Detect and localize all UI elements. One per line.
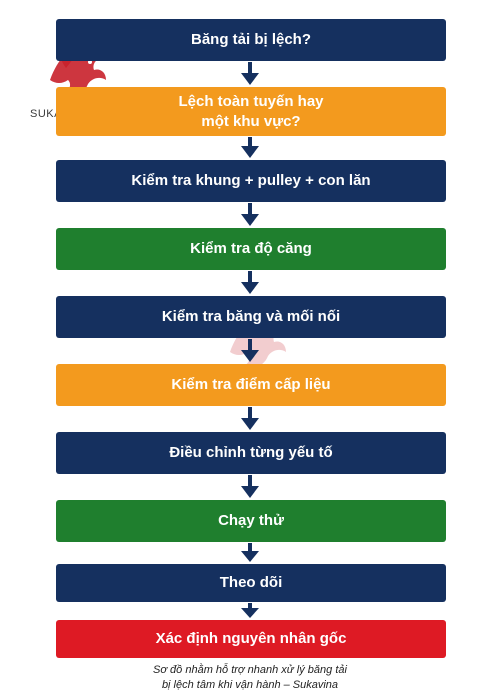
step-9-box: Theo dõi [56,564,446,602]
figure-caption: Sơ đồ nhằm hỗ trợ nhanh xử lý băng tải b… [0,663,500,693]
step-5-box: Kiểm tra băng và mối nối [56,296,446,338]
arrow-down-icon [241,475,259,498]
caption-line-2: bị lệch tâm khi vận hành – Sukavina [161,679,339,691]
step-7-box: Điều chỉnh từng yếu tố [56,432,446,474]
arrow-down-icon [241,203,259,226]
arrow-down-icon [241,407,259,430]
arrow-down-icon [241,603,259,618]
step-8-box: Chạy thử [56,500,446,542]
step-3-box: Kiểm tra khung + pulley + con lăn [56,160,446,202]
step-10-box: Xác định nguyên nhân gốc [56,620,446,658]
caption-line-1: Sơ đồ nhằm hỗ trợ nhanh xử lý băng tải [153,664,347,676]
arrow-down-icon [241,271,259,294]
step-4-box: Kiểm tra độ căng [56,228,446,270]
step-1-box: Băng tải bị lệch? [56,19,446,61]
arrow-down-icon [241,339,259,362]
arrow-down-icon [241,543,259,562]
arrow-down-icon [241,62,259,85]
arrow-down-icon [241,137,259,158]
step-2-box: Lệch toàn tuyến hay một khu vực? [56,87,446,136]
step-6-box: Kiểm tra điểm cấp liệu [56,364,446,406]
